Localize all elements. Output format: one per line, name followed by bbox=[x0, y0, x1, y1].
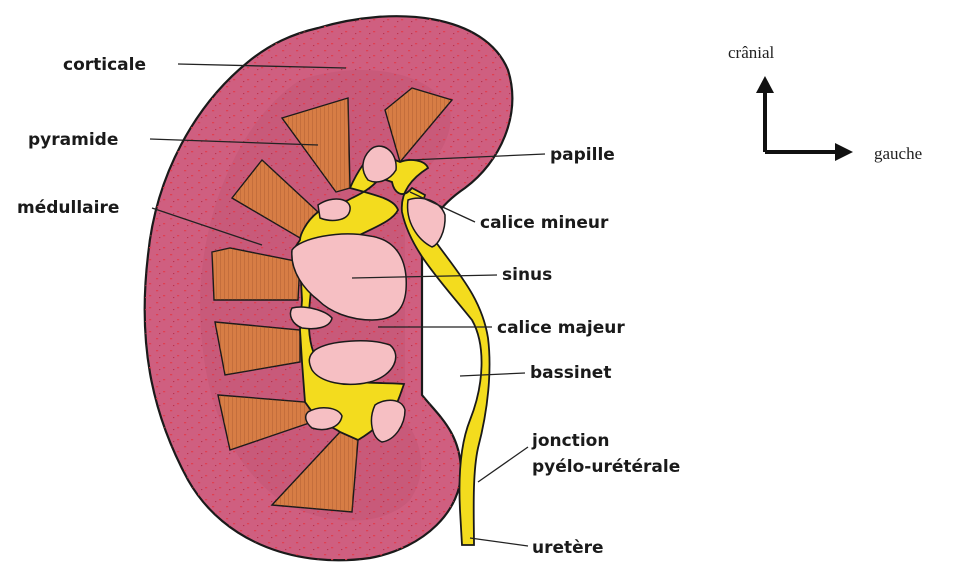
label-pyramide: pyramide bbox=[28, 130, 118, 150]
label-gauche: gauche bbox=[874, 144, 922, 163]
label-calice-majeur: calice majeur bbox=[497, 318, 625, 338]
label-papille: papille bbox=[550, 145, 615, 165]
leader-bassinet bbox=[460, 373, 525, 376]
label-calice-mineur: calice mineur bbox=[480, 213, 609, 233]
label-bassinet: bassinet bbox=[530, 363, 611, 383]
arrow-right-icon bbox=[835, 143, 853, 161]
orientation-arrows bbox=[765, 90, 838, 152]
sinus-fat bbox=[318, 199, 350, 220]
label-jonction-line1: jonction bbox=[531, 431, 609, 451]
label-medullaire: médullaire bbox=[17, 198, 119, 218]
label-uretere: uretère bbox=[532, 538, 604, 558]
sinus-fat bbox=[363, 146, 396, 182]
label-sinus: sinus bbox=[502, 265, 552, 285]
label-corticale: corticale bbox=[63, 55, 146, 75]
leader-jonction bbox=[478, 447, 528, 482]
label-cranial: crânial bbox=[728, 43, 775, 62]
arrow-up-icon bbox=[756, 76, 774, 93]
leader-uretere bbox=[470, 538, 528, 546]
orientation-indicator: crânial gauche bbox=[728, 43, 922, 163]
label-jonction-line2: pyélo-urétérale bbox=[532, 457, 680, 477]
